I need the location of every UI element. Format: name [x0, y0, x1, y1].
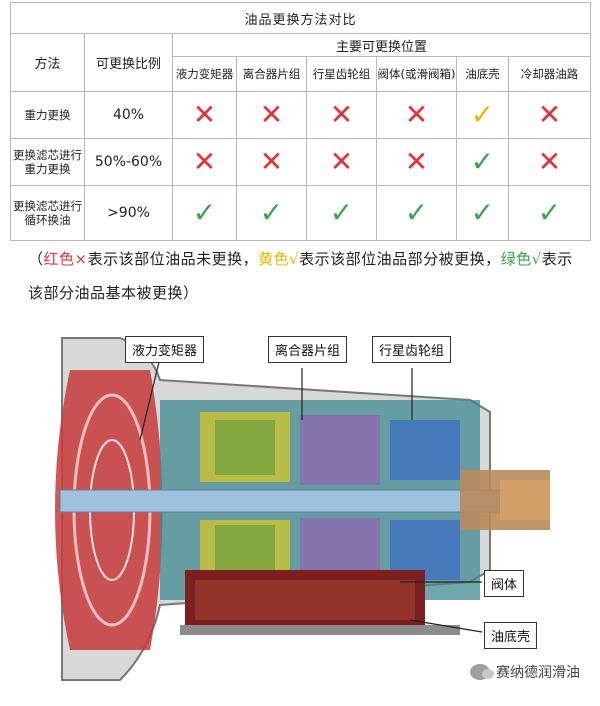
mark-cell: ✕ [376, 91, 457, 139]
legend-red-label: 红色× [43, 250, 88, 268]
label-planetary-gear: 行星齿轮组 [372, 336, 452, 363]
checkmark-icon: ✓ [470, 145, 495, 178]
mark-cell: ✕ [376, 138, 457, 186]
row-method: 重力更换 [10, 91, 85, 139]
comparison-table-wrap: 油品更换方法对比 方法 可更换比例 主要可更换位置 液力变矩器 离合器片组 行星… [9, 2, 592, 241]
mark-cell: ✓ [306, 185, 377, 241]
table-row: 更换滤芯进行循环换油>90% ✓ ✓ ✓ ✓ ✓ ✓ [10, 185, 592, 241]
mark-cell: ✕ [306, 91, 377, 139]
header-positions: 主要可更换位置 [171, 33, 592, 57]
row-method: 更换滤芯进行重力更换 [10, 138, 85, 186]
cross-icon: ✕ [192, 98, 217, 131]
legend-red-text: 表示该部位油品未更换， [87, 250, 259, 268]
header-position: 冷却器油路 [507, 56, 592, 92]
header-ratio: 可更换比例 [84, 33, 173, 92]
header-position: 行星齿轮组 [306, 56, 377, 92]
comparison-table: 油品更换方法对比 方法 可更换比例 主要可更换位置 液力变矩器 离合器片组 行星… [9, 2, 592, 241]
cross-icon: ✕ [192, 145, 217, 178]
checkmark-icon: ✓ [329, 196, 354, 229]
label-valve-body: 阀体 [484, 570, 525, 597]
table-title: 油品更换方法对比 [9, 2, 592, 34]
mark-cell: ✓ [456, 185, 509, 241]
mark-cell: ✓ [172, 185, 237, 241]
cross-icon: ✕ [329, 98, 354, 131]
mark-cell: ✓ [456, 138, 509, 186]
mark-cell: ✕ [172, 138, 237, 186]
header-position: 液力变矩器 [172, 56, 237, 92]
mark-cell: ✕ [507, 138, 592, 186]
checkmark-icon: ✓ [192, 196, 217, 229]
transmission-illustration [55, 337, 550, 681]
cross-icon: ✕ [259, 98, 284, 131]
row-method: 更换滤芯进行循环换油 [10, 185, 85, 241]
legend-green-text: 表示该部分油品基本被更换） [28, 250, 573, 302]
checkmark-icon: ✓ [470, 98, 495, 131]
header-position: 离合器片组 [236, 56, 307, 92]
row-ratio: 50%-60% [84, 138, 173, 186]
checkmark-icon: ✓ [259, 196, 284, 229]
legend-green-label: 绿色√ [500, 250, 542, 268]
header-method: 方法 [10, 33, 85, 92]
header-position: 油底壳 [456, 56, 509, 92]
mark-cell: ✓ [376, 185, 457, 241]
legend-text: （红色×表示该部位油品未更换，黄色√表示该部位油品部分被更换，绿色√表示该部分油… [28, 242, 588, 310]
leader-line [409, 619, 483, 633]
mark-cell: ✕ [236, 138, 307, 186]
checkmark-icon: ✓ [537, 196, 562, 229]
cross-icon: ✕ [404, 98, 429, 131]
checkmark-icon: ✓ [470, 196, 495, 229]
mark-cell: ✕ [507, 91, 592, 139]
label-clutch-pack: 离合器片组 [268, 336, 348, 363]
mark-cell: ✕ [306, 138, 377, 186]
mark-cell: ✕ [172, 91, 237, 139]
cross-icon: ✕ [537, 145, 562, 178]
label-oil-pan: 油底壳 [484, 622, 538, 649]
mark-cell: ✓ [236, 185, 307, 241]
cross-icon: ✕ [329, 145, 354, 178]
leader-line [139, 357, 161, 441]
legend-yellow-text: 表示该部位油品部分被更换， [299, 250, 501, 268]
header-position: 阀体(或滑阀箱) [376, 56, 457, 92]
row-ratio: >90% [84, 185, 173, 241]
watermark: 赛纳德润滑油 [470, 662, 580, 682]
mark-cell: ✓ [507, 185, 592, 241]
mark-cell: ✕ [236, 91, 307, 139]
legend-yellow-label: 黄色√ [258, 250, 300, 268]
legend-open: （ [28, 250, 44, 268]
cross-icon: ✕ [404, 145, 429, 178]
row-ratio: 40% [84, 91, 173, 139]
mark-cell: ✓ [456, 91, 509, 139]
cross-icon: ✕ [537, 98, 562, 131]
cross-icon: ✕ [259, 145, 284, 178]
checkmark-icon: ✓ [404, 196, 429, 229]
wechat-icon [470, 664, 494, 680]
transmission-diagram: 液力变矩器 离合器片组 行星齿轮组 阀体 油底壳 赛纳德润滑油 [0, 320, 600, 702]
watermark-text: 赛纳德润滑油 [496, 665, 580, 681]
label-torque-converter: 液力变矩器 [125, 336, 205, 363]
